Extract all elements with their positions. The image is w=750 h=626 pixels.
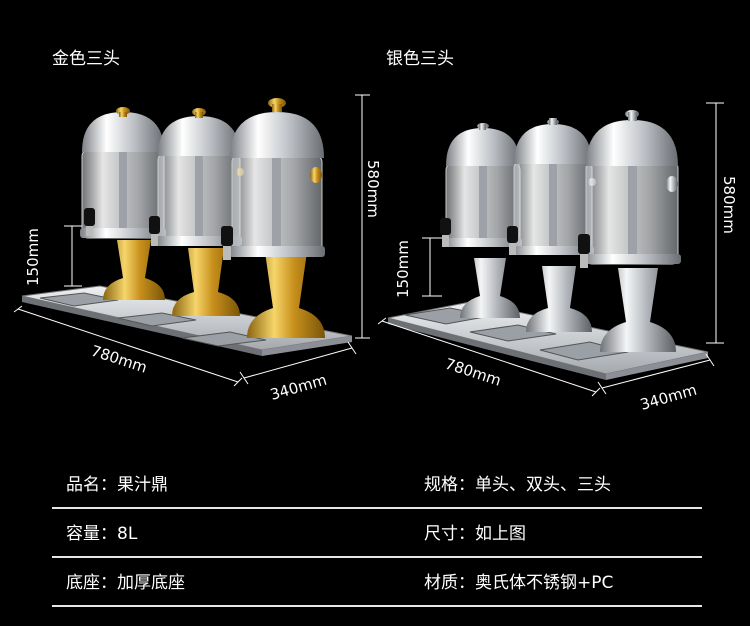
gold-dimension-lines <box>13 94 370 387</box>
silver-dispenser-3 <box>578 110 681 352</box>
silver-dispenser-2 <box>507 118 596 332</box>
silver-variant-title: 银色三头 <box>386 49 454 69</box>
silver-width-label: 780mm <box>443 355 504 390</box>
gold-dispenser-1 <box>80 107 166 300</box>
product-illustration: 580mm 150mm 780mm 340mm <box>13 94 738 414</box>
spec-table: 品名：果汁鼎 规格：单头、双头、三头 容量：8L 尺寸：如上图 底座：加厚底座 … <box>52 460 702 607</box>
spec-capacity: 容量：8L <box>66 524 138 544</box>
spec-material: 材质：奥氏体不锈钢+PC <box>424 573 614 593</box>
gold-spout-height-label: 150mm <box>24 228 42 286</box>
silver-dispenser-1 <box>440 123 522 318</box>
gold-dispenser-2 <box>149 108 244 316</box>
silver-dispenser-set <box>377 102 724 397</box>
spec-product-name: 品名：果汁鼎 <box>66 475 168 495</box>
spec-base: 底座：加厚底座 <box>66 573 185 593</box>
silver-height-label: 580mm <box>720 176 738 234</box>
gold-variant-title: 金色三头 <box>52 49 120 69</box>
gold-depth-label: 340mm <box>268 371 329 404</box>
gold-width-label: 780mm <box>89 342 150 377</box>
spec-sizes: 规格：单头、双头、三头 <box>424 475 611 495</box>
spec-row: 底座：加厚底座 材质：奥氏体不锈钢+PC <box>52 558 702 607</box>
gold-height-label: 580mm <box>364 160 382 218</box>
silver-depth-label: 340mm <box>638 381 699 414</box>
silver-dimension-lines <box>377 102 724 397</box>
spec-row: 品名：果汁鼎 规格：单头、双头、三头 <box>52 460 702 509</box>
silver-spout-height-label: 150mm <box>394 240 412 298</box>
gold-dispenser-set <box>13 94 370 387</box>
spec-dimensions: 尺寸：如上图 <box>424 524 526 544</box>
gold-dispenser-3 <box>221 98 325 338</box>
spec-row: 容量：8L 尺寸：如上图 <box>52 509 702 558</box>
